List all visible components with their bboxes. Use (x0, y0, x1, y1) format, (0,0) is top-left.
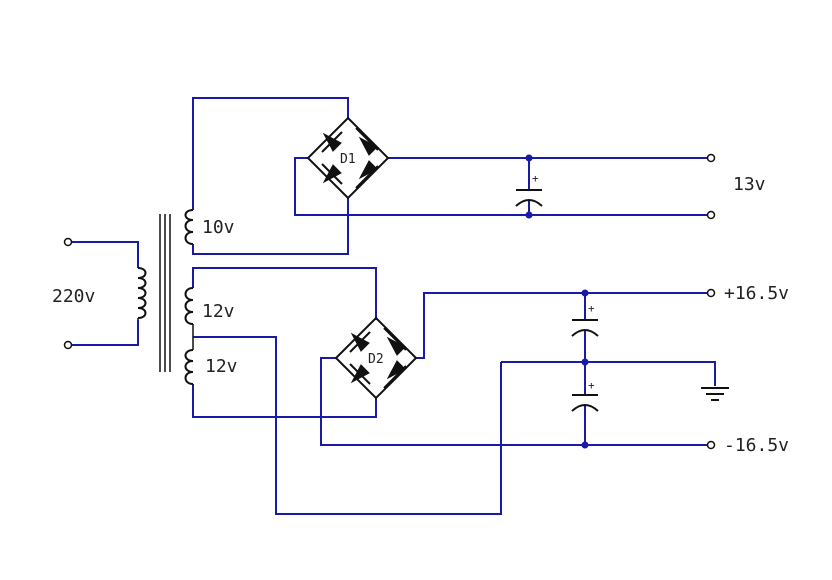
c1-plus-label: + (532, 172, 539, 185)
d1-negative-rail (294, 157, 709, 216)
terminals (63, 153, 716, 450)
junction-nodes (525, 154, 589, 449)
secondary-coil-1 (184, 209, 194, 245)
terminal-plus-16-5v (706, 288, 716, 298)
sec1-wire-bottom (192, 198, 349, 255)
wires (70, 97, 716, 515)
primary-coil (137, 267, 147, 319)
transformer (137, 209, 194, 385)
ground-icon (701, 387, 729, 401)
ground-rail (501, 361, 716, 386)
primary-wire-bottom (70, 320, 139, 346)
d2-positive-rail (416, 292, 709, 359)
secondary-coil-2 (184, 287, 194, 325)
c2-plus-label: + (588, 302, 595, 315)
bridge-rectifier-d2 (334, 316, 418, 400)
terminal-minus-16-5v (706, 440, 716, 450)
sec2-wire-top (192, 267, 377, 320)
sec1-wire-top (192, 97, 349, 210)
c3-plus-label: + (588, 379, 595, 392)
secondary-coil-3 (184, 349, 194, 385)
capacitor-c1 (515, 189, 543, 207)
bridge-rectifier-d1 (306, 116, 390, 200)
label-winding-3: 12v (205, 356, 238, 377)
label-output-plus-16-5v: +16.5v (724, 283, 789, 304)
primary-wire-top (70, 241, 139, 268)
d2-negative-rail (320, 357, 709, 446)
center-tap-wire (193, 336, 502, 515)
terminal-primary-bottom (63, 340, 73, 350)
label-bridge-d1: D1 (340, 152, 356, 167)
terminal-13v-negative (706, 210, 716, 220)
sec3-wire-bottom (192, 384, 377, 418)
label-winding-2: 12v (202, 301, 235, 322)
label-primary-voltage: 220v (52, 286, 95, 307)
label-output-minus-16-5v: -16.5v (724, 435, 789, 456)
capacitor-c2 (571, 319, 599, 337)
label-winding-1: 10v (202, 217, 235, 238)
capacitor-c3 (571, 394, 599, 412)
label-output-13v: 13v (733, 174, 766, 195)
label-bridge-d2: D2 (368, 352, 384, 367)
terminal-primary-top (63, 237, 73, 247)
terminal-13v-positive (706, 153, 716, 163)
